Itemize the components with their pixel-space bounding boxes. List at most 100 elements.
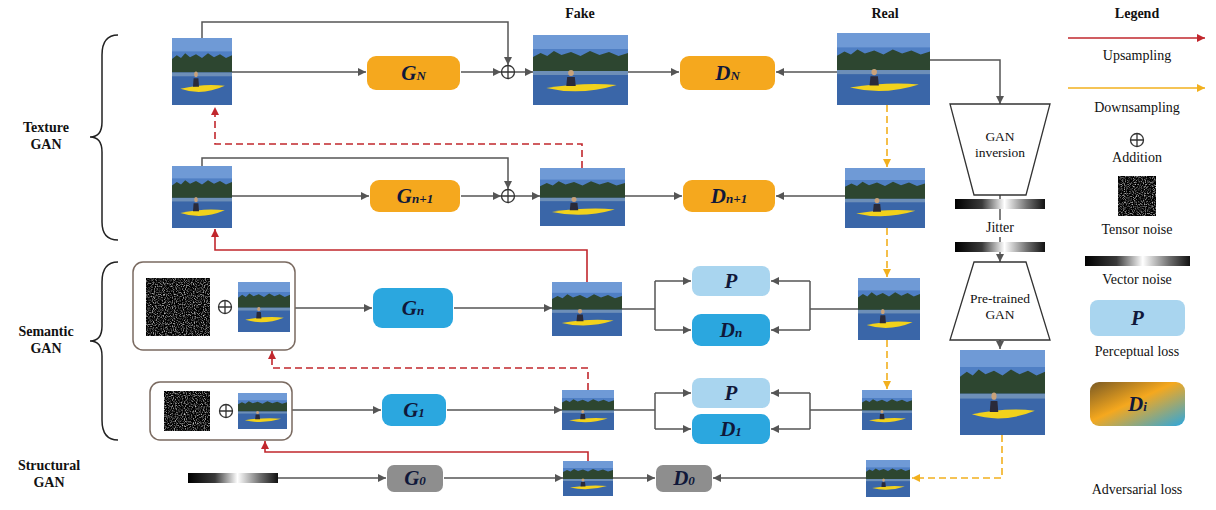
- photo: [238, 282, 290, 332]
- group-label: Texture GAN: [8, 120, 84, 154]
- flow-arrow: [461, 71, 501, 73]
- symbol-label: P: [725, 383, 738, 404]
- upsampling-arrow: [215, 229, 587, 282]
- photo: [837, 33, 930, 105]
- tensor-noise: [164, 391, 210, 431]
- photo: [172, 166, 232, 228]
- legend-text: Tensor noise: [1062, 222, 1212, 239]
- legend-text: Addition: [1062, 150, 1212, 167]
- generator-box: Gn+1: [370, 180, 460, 212]
- flow-line: [810, 393, 862, 429]
- flow-arrow: [655, 329, 691, 331]
- vector-noise: [955, 242, 1045, 252]
- inversion-trapezoid: GAN inversion: [950, 104, 1050, 195]
- discriminator-box: D0: [656, 465, 712, 492]
- photo: [960, 350, 1045, 435]
- symbol-label: G0: [404, 468, 426, 489]
- node-label: Pre-trained GAN: [963, 291, 1037, 322]
- addition-symbol: [220, 405, 233, 418]
- trapezoid-outline: [950, 104, 1050, 195]
- flow-arrow: [776, 195, 845, 197]
- flow-arrow: [999, 340, 1001, 349]
- flow-arrow: [771, 428, 810, 430]
- legend-text: Downsampling: [1062, 100, 1212, 117]
- flow-arrow: [461, 195, 501, 197]
- flow-arrow: [278, 477, 386, 479]
- column-header: Real: [845, 6, 925, 23]
- flow-line: [622, 281, 655, 330]
- addition-symbol: [502, 190, 515, 203]
- symbol-label: D1: [720, 419, 742, 440]
- photo: [562, 390, 614, 430]
- flow-arrow: [202, 158, 508, 189]
- downsampling-arrow: [912, 435, 1002, 478]
- legend-text: Vector noise: [1062, 272, 1212, 289]
- tensor-noise: [164, 391, 210, 431]
- symbol-label: D0: [673, 468, 695, 489]
- legend-symbol: Di: [1090, 382, 1185, 426]
- downsampling-arrow: [886, 340, 888, 389]
- flow-arrow: [625, 195, 682, 197]
- vector-noise: [955, 199, 1045, 209]
- group-label: Structural GAN: [4, 458, 94, 492]
- legend-downsampling-sample: [1068, 87, 1205, 89]
- flow-arrow: [515, 195, 540, 197]
- symbol-label: G1: [403, 400, 425, 421]
- symbol-label: Di: [1128, 394, 1147, 415]
- trapezoid-outline: [950, 262, 1050, 340]
- legend-text: Adversarial loss: [1062, 482, 1212, 499]
- flow-arrow: [655, 428, 691, 430]
- flow-arrow: [515, 71, 533, 73]
- photo: [238, 393, 287, 429]
- upsampling-arrow: [265, 441, 588, 461]
- edge-label: Jitter: [983, 220, 1017, 237]
- flow-arrow: [776, 71, 837, 73]
- symbol-label: Dn+1: [711, 186, 747, 207]
- photo: [563, 461, 613, 496]
- discriminator-box: Dn: [692, 314, 770, 346]
- flow-arrow: [447, 409, 562, 411]
- flow-arrow: [930, 60, 1000, 104]
- flow-arrow: [655, 392, 691, 394]
- legend-symbol: P: [1090, 300, 1185, 336]
- legend-tensor-noise: [1118, 176, 1156, 216]
- downsampling-arrow: [886, 228, 888, 277]
- vector-noise: [188, 473, 278, 483]
- input-frame: [133, 262, 295, 350]
- symbol-label: P: [1131, 308, 1144, 329]
- flow-arrow: [202, 22, 508, 65]
- photo: [533, 35, 628, 105]
- generator-box: G1: [382, 394, 446, 426]
- flow-arrow: [771, 392, 810, 394]
- symbol-label: Gn: [402, 298, 424, 319]
- photo: [862, 390, 912, 430]
- legend-addition-symbol: [1131, 134, 1144, 147]
- flow-arrow: [232, 71, 366, 73]
- input-frame: [150, 382, 292, 440]
- symbol-label: DN: [715, 63, 740, 84]
- legend-text: Perceptual loss: [1062, 344, 1212, 361]
- column-header: Fake: [540, 6, 620, 23]
- symbol-label: Gn+1: [397, 186, 433, 207]
- generator-box: G0: [387, 465, 443, 492]
- legend-text: Upsampling: [1062, 48, 1212, 65]
- legend-upsampling-sample: [1068, 37, 1205, 39]
- flow-arrow: [771, 280, 810, 282]
- tensor-noise: [146, 278, 210, 336]
- discriminator-box: Dn+1: [683, 180, 775, 212]
- generator-box: Gn: [373, 288, 453, 328]
- legend-adversarial-sample: [1090, 382, 1185, 426]
- flow-line: [810, 281, 858, 330]
- photo: [858, 278, 920, 340]
- group-label: Semantic GAN: [6, 324, 86, 358]
- flow-arrow: [655, 280, 691, 282]
- symbol-label: Dn: [720, 320, 742, 341]
- upsampling-arrow: [272, 351, 588, 390]
- flow-arrow: [613, 477, 655, 479]
- upsampling-arrow: [215, 107, 582, 168]
- group-bracket: [90, 35, 118, 240]
- addition-symbol: [502, 66, 515, 79]
- flow-arrow: [232, 195, 369, 197]
- flow-arrow: [628, 71, 679, 73]
